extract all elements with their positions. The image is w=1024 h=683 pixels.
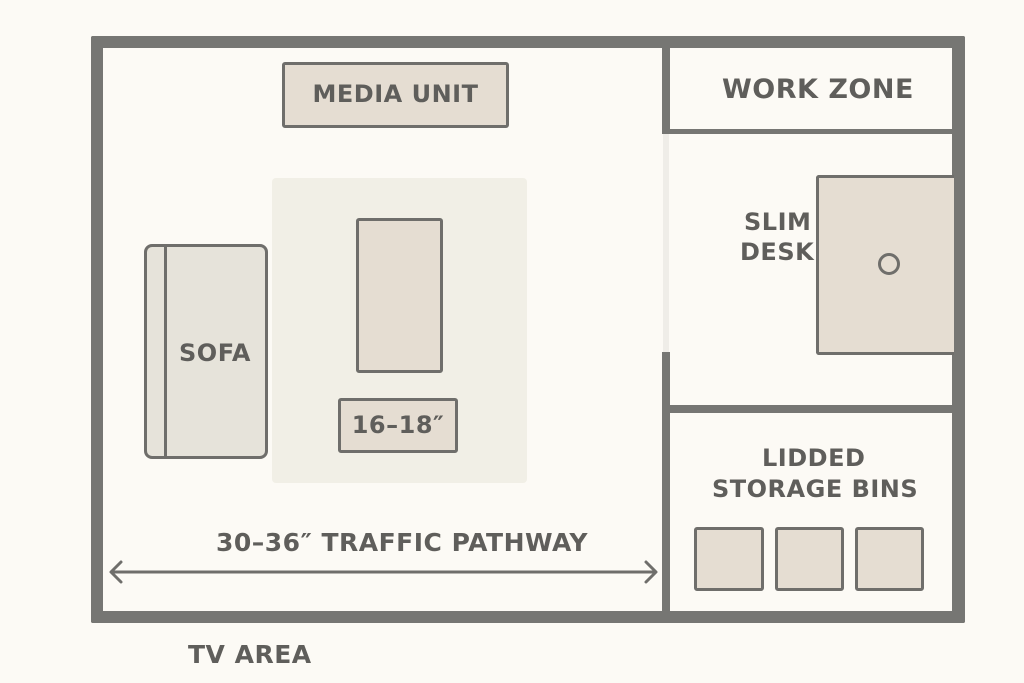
sofa-back-line [164, 246, 167, 457]
media-unit: MEDIA UNIT [282, 62, 509, 128]
slim-desk [816, 175, 954, 355]
partition-wall-lower [662, 352, 670, 614]
partition-wall-upper [662, 44, 670, 134]
outer-wall-right [952, 36, 965, 623]
sofa [144, 244, 268, 459]
traffic-pathway-label: 30–36″ TRAFFIC PATHWAY [216, 528, 589, 557]
clearance-dimension-label: 16–18″ [338, 398, 458, 453]
outer-wall-top [91, 36, 965, 48]
work-zone-divider [668, 129, 954, 134]
coffee-table [356, 218, 443, 373]
slim-desk-label-line1: SLIM [744, 208, 812, 236]
outer-wall-left [91, 36, 103, 623]
storage-label-line1: LIDDED [762, 444, 866, 472]
clearance-text: 16–18″ [351, 410, 445, 439]
media-unit-label: MEDIA UNIT [312, 80, 479, 109]
tv-area-label: TV AREA [188, 640, 312, 669]
outer-wall-bottom [91, 611, 965, 623]
slim-desk-label-line2: DESK [740, 238, 815, 266]
storage-divider [668, 405, 954, 413]
storage-bin [855, 527, 924, 591]
sofa-label: SOFA [179, 339, 251, 367]
storage-bin [775, 527, 844, 591]
work-zone-label: WORK ZONE [722, 74, 914, 105]
storage-label-line2: STORAGE BINS [712, 475, 919, 503]
storage-bin [694, 527, 764, 591]
doorway-opening [663, 134, 669, 352]
